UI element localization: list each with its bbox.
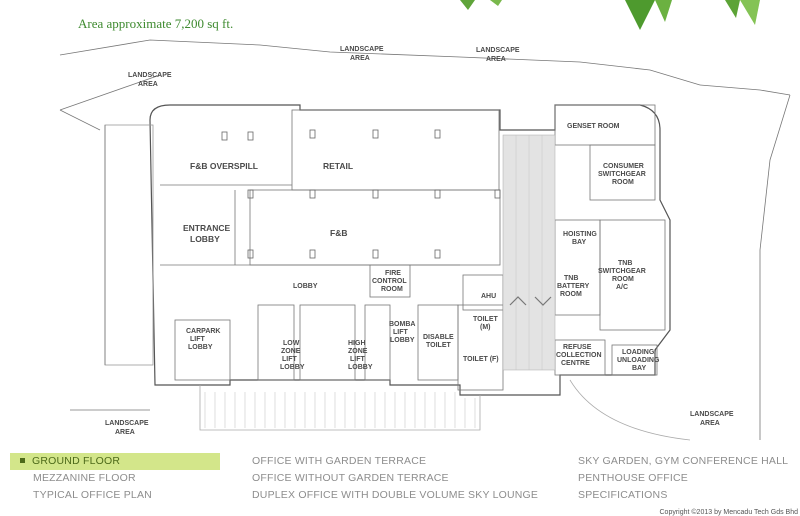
ground-floor-plan: LANDSCAPE AREA LANDSCAPE AREA LANDSCAPE … <box>59 39 791 441</box>
svg-text:REFUSE: REFUSE <box>563 344 592 351</box>
svg-text:AREA: AREA <box>700 420 720 427</box>
svg-text:BOMBA: BOMBA <box>389 321 415 328</box>
svg-text:TNB: TNB <box>618 260 632 267</box>
svg-text:AREA: AREA <box>138 81 158 88</box>
svg-text:LOW: LOW <box>283 340 300 347</box>
svg-text:ROOM: ROOM <box>612 179 634 186</box>
label-fb: F&B <box>330 228 347 238</box>
label-entrance: ENTRANCE <box>183 223 231 233</box>
nav-duplex-office[interactable]: DUPLEX OFFICE WITH DOUBLE VOLUME SKY LOU… <box>252 489 539 501</box>
svg-text:DISABLE: DISABLE <box>423 334 454 341</box>
svg-text:(M): (M) <box>480 324 491 331</box>
svg-text:UNLOADING: UNLOADING <box>617 357 660 364</box>
svg-text:LANDSCAPE: LANDSCAPE <box>476 47 520 54</box>
svg-text:BAY: BAY <box>572 239 586 246</box>
svg-text:AREA: AREA <box>350 55 370 62</box>
svg-text:LIFT: LIFT <box>282 356 297 363</box>
nav-ground-floor[interactable]: GROUND FLOOR <box>10 453 220 470</box>
nav-mezzanine-floor[interactable]: MEZZANINE FLOOR <box>33 472 136 484</box>
bamboo-leaves-decoration <box>460 0 760 30</box>
svg-text:LOBBY: LOBBY <box>280 364 305 371</box>
svg-text:CONSUMER: CONSUMER <box>603 163 644 170</box>
svg-text:ROOM: ROOM <box>612 276 634 283</box>
svg-text:BATTERY: BATTERY <box>557 283 590 290</box>
svg-text:LOBBY: LOBBY <box>188 344 213 351</box>
svg-text:LANDSCAPE: LANDSCAPE <box>105 420 149 427</box>
svg-text:CONTROL: CONTROL <box>372 278 407 285</box>
nav-specifications[interactable]: SPECIFICATIONS <box>578 489 668 501</box>
svg-text:LOADING/: LOADING/ <box>622 349 656 356</box>
svg-text:SWITCHGEAR: SWITCHGEAR <box>598 268 646 275</box>
label-toilet-f: TOILET (F) <box>463 356 499 363</box>
svg-text:HIGH: HIGH <box>348 340 366 347</box>
label-fb-overspill: F&B OVERSPILL <box>190 161 258 171</box>
svg-text:LIFT: LIFT <box>350 356 365 363</box>
nav-typical-office-plan[interactable]: TYPICAL OFFICE PLAN <box>33 489 152 501</box>
floor-plan-navigation: GROUND FLOOR MEZZANINE FLOOR TYPICAL OFF… <box>0 453 800 516</box>
nav-office-without-garden-terrace[interactable]: OFFICE WITHOUT GARDEN TERRACE <box>252 472 449 484</box>
svg-text:LIFT: LIFT <box>190 336 205 343</box>
nav-penthouse-office[interactable]: PENTHOUSE OFFICE <box>578 472 688 484</box>
svg-text:TNB: TNB <box>564 275 578 282</box>
svg-text:LANDSCAPE: LANDSCAPE <box>340 46 384 53</box>
label-ahu: AHU <box>481 293 496 300</box>
svg-text:SWITCHGEAR: SWITCHGEAR <box>598 171 646 178</box>
area-title: Area approximate 7,200 sq ft. <box>78 16 234 31</box>
svg-text:ROOM: ROOM <box>381 286 403 293</box>
svg-text:ROOM: ROOM <box>560 291 582 298</box>
svg-text:LOBBY: LOBBY <box>390 337 415 344</box>
label-retail: RETAIL <box>323 161 353 171</box>
svg-text:FIRE: FIRE <box>385 270 401 277</box>
svg-text:LOBBY: LOBBY <box>348 364 373 371</box>
svg-text:ZONE: ZONE <box>281 348 301 355</box>
nav-office-with-garden-terrace[interactable]: OFFICE WITH GARDEN TERRACE <box>252 455 427 467</box>
svg-text:LANDSCAPE: LANDSCAPE <box>690 411 734 418</box>
svg-text:BAY: BAY <box>632 365 646 372</box>
svg-text:CARPARK: CARPARK <box>186 328 220 335</box>
svg-text:CENTRE: CENTRE <box>561 360 590 367</box>
svg-text:AREA: AREA <box>486 56 506 63</box>
landscape-area-labels: LANDSCAPE AREA LANDSCAPE AREA LANDSCAPE … <box>105 46 734 436</box>
svg-text:AREA: AREA <box>115 429 135 436</box>
svg-text:A/C: A/C <box>616 284 628 291</box>
svg-text:LIFT: LIFT <box>393 329 408 336</box>
svg-text:TOILET: TOILET <box>473 316 498 323</box>
landscape-label-tl: LANDSCAPE <box>128 72 172 79</box>
svg-text:ZONE: ZONE <box>348 348 368 355</box>
label-lobby: LOBBY <box>293 283 318 290</box>
svg-text:HOISTING: HOISTING <box>563 231 597 238</box>
label-genset: GENSET ROOM <box>567 123 620 130</box>
svg-text:LOBBY: LOBBY <box>190 234 220 244</box>
svg-text:TOILET: TOILET <box>426 342 451 349</box>
svg-text:COLLECTION: COLLECTION <box>556 352 602 359</box>
copyright-text: Copyright ©2013 by Mencadu Tech Gds Bhd <box>659 509 799 516</box>
nav-sky-garden[interactable]: SKY GARDEN, GYM CONFERENCE HALL <box>578 455 789 467</box>
